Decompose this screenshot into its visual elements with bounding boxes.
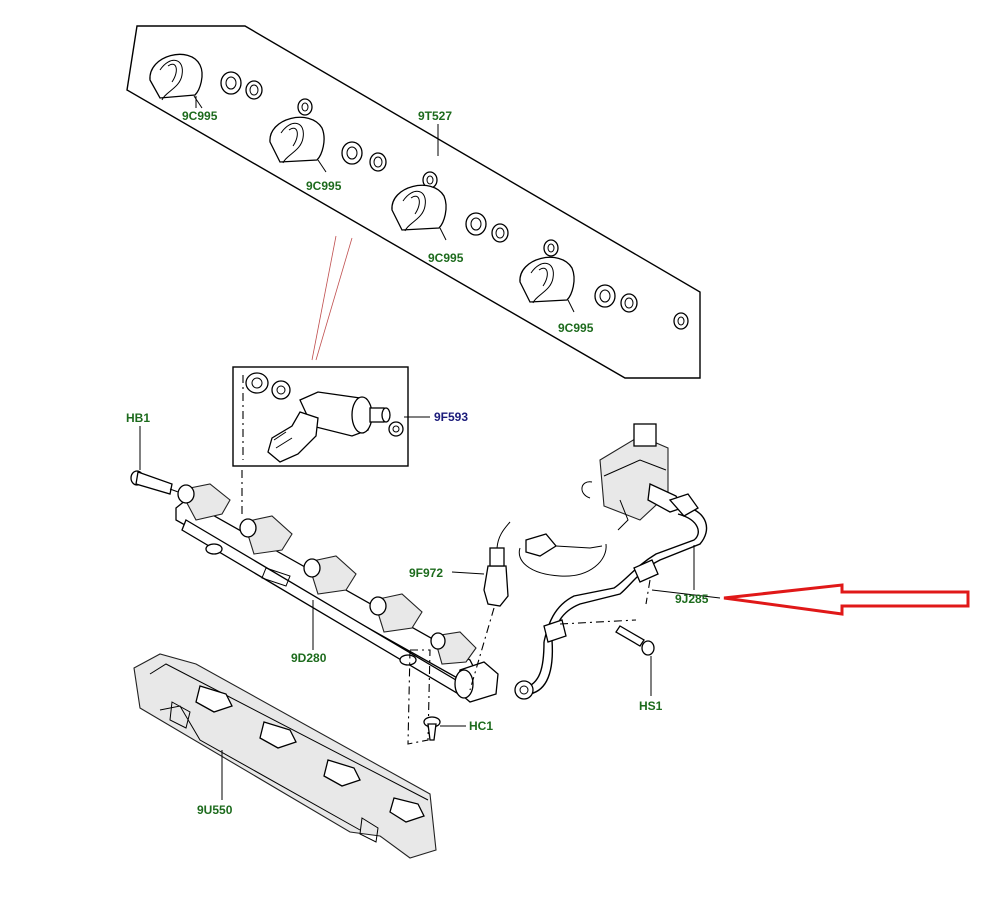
label-clip-1: 9C995 bbox=[182, 109, 218, 123]
fuel-pipe bbox=[514, 493, 721, 700]
injector-clip-1 bbox=[149, 53, 263, 109]
label-fuel-pipe: 9J285 bbox=[675, 592, 709, 606]
seal-kit-panel bbox=[126, 25, 701, 379]
label-seal-kit: 9T527 bbox=[418, 109, 453, 123]
label-injector: 9F593 bbox=[434, 410, 469, 424]
injector-clip-3 bbox=[391, 184, 509, 243]
seal-ring-a bbox=[297, 98, 313, 116]
injector-detail-box bbox=[232, 366, 430, 467]
label-pressure-sensor: 9F972 bbox=[409, 566, 444, 580]
reference-lines bbox=[311, 235, 353, 361]
injector-clip-2 bbox=[269, 116, 387, 173]
screw-hc1 bbox=[407, 649, 466, 745]
fuel-pump bbox=[581, 423, 683, 531]
label-clip-2: 9C995 bbox=[306, 179, 342, 193]
label-heat-shield: 9U550 bbox=[197, 803, 233, 817]
label-fuel-rail: 9D280 bbox=[291, 651, 327, 665]
label-bolt-hb1: HB1 bbox=[126, 411, 151, 425]
seal-ring-c bbox=[543, 239, 559, 257]
bolt-hs1 bbox=[615, 625, 655, 696]
callout-arrow bbox=[723, 583, 970, 616]
seal-ring-b bbox=[422, 171, 438, 189]
heat-shield bbox=[133, 653, 437, 859]
label-screw-hc1: HC1 bbox=[469, 719, 494, 733]
injector-clip-4 bbox=[519, 256, 689, 330]
label-bolt-hs1: HS1 bbox=[639, 699, 663, 713]
label-clip-4: 9C995 bbox=[558, 321, 594, 335]
fuel-rail bbox=[175, 470, 499, 703]
pressure-sensor bbox=[451, 521, 607, 691]
bolt-hb1 bbox=[130, 426, 206, 503]
label-clip-3: 9C995 bbox=[428, 251, 464, 265]
